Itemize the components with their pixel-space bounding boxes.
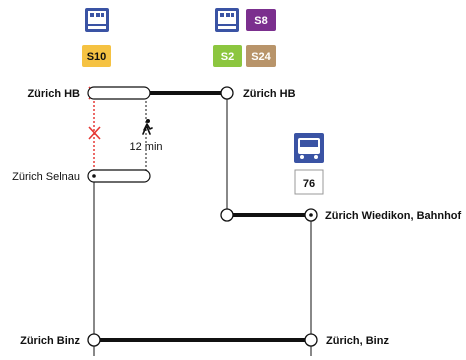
line-badge-s2-label: S2 — [221, 51, 234, 63]
line-badge-s24[interactable]: S24 — [246, 45, 276, 67]
station-label-zurich-binz-right: Zürich, Binz — [326, 335, 389, 347]
zurich-wiedikon-stop[interactable] — [220, 208, 234, 222]
train-icon — [215, 8, 239, 32]
station-label-zurich-hb-right: Zürich HB — [243, 88, 296, 100]
station-label-zurich-selnau: Zürich Selnau — [12, 171, 80, 183]
cross-icon — [88, 126, 101, 140]
station-label-zurich-hb-left: Zürich HB — [27, 88, 80, 100]
station-label-zurich-wiedikon: Zürich Wiedikon, Bahnhof — [325, 210, 462, 222]
pedestrian-icon — [142, 119, 153, 135]
line-badge-s10-label: S10 — [87, 51, 107, 63]
zurich-binz-left-stop[interactable] — [87, 333, 101, 347]
line-badge-s2[interactable]: S2 — [213, 45, 242, 67]
line-badge-76-label: 76 — [303, 178, 315, 190]
zurich-hb-right-stop[interactable] — [220, 86, 234, 100]
selnau-dot — [92, 174, 96, 178]
line-badge-s24-label: S24 — [251, 51, 271, 63]
line-badge-76[interactable]: 76 — [294, 169, 324, 195]
zurich-selnau-stop[interactable] — [87, 169, 151, 183]
wiedikon-bus-dot — [309, 213, 313, 217]
station-label-zurich-binz-left: Zürich Binz — [20, 335, 80, 347]
train-icon — [85, 8, 109, 32]
walk-duration: 12 min — [129, 141, 162, 153]
line-badge-s8-label: S8 — [254, 15, 267, 27]
line-badge-s8[interactable]: S8 — [246, 9, 276, 31]
zurich-hb-left-stop[interactable] — [87, 86, 151, 100]
zurich-binz-right-stop[interactable] — [304, 333, 318, 347]
line-badge-s10[interactable]: S10 — [82, 45, 111, 67]
bus-icon — [294, 133, 324, 163]
